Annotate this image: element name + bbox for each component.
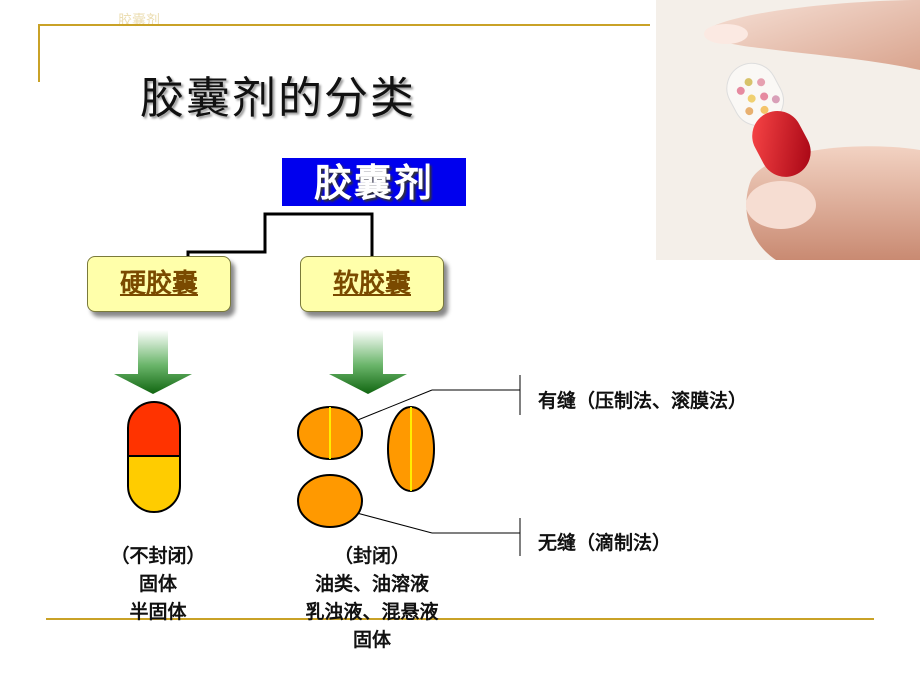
hard-caption-line: 固体 xyxy=(138,573,177,595)
frame-bottom-line xyxy=(46,618,874,620)
hard-capsule-caption: （不封闭） 固体 半固体 xyxy=(88,542,228,626)
corner-text: 胶囊剂 xyxy=(118,13,160,29)
node-hard-capsule[interactable]: 硬胶囊 xyxy=(87,256,231,312)
annotation-seamless: 无缝（滴制法） xyxy=(538,532,672,554)
soft-caption-line: 固体 xyxy=(352,629,391,651)
hard-caption-line: （不封闭） xyxy=(110,545,206,567)
arrow-down-icon xyxy=(329,330,407,394)
softgel-icon xyxy=(297,406,363,460)
hard-capsule-icon xyxy=(127,401,181,513)
root-node-capsules: 胶囊剂 xyxy=(282,158,466,206)
arrow-down-icon xyxy=(114,330,192,394)
annotation-seamed: 有缝（压制法、滚膜法） xyxy=(538,390,748,412)
page-title: 胶囊剂的分类 xyxy=(140,73,416,124)
soft-caption-line: 油类、油溶液 xyxy=(314,573,429,595)
hard-caption-line: 半固体 xyxy=(129,601,187,623)
capsule-photo xyxy=(656,0,920,260)
soft-capsule-caption: （封闭） 油类、油溶液 乳浊液、混悬液 固体 xyxy=(280,542,464,654)
softgel-icon xyxy=(387,406,435,492)
soft-caption-line: （封闭） xyxy=(333,545,410,567)
soft-caption-line: 乳浊液、混悬液 xyxy=(305,601,439,623)
softgel-seamless-icon xyxy=(297,474,363,528)
frame-left-line xyxy=(38,24,40,82)
node-soft-capsule[interactable]: 软胶囊 xyxy=(300,256,444,312)
frame-top-line xyxy=(40,24,650,26)
